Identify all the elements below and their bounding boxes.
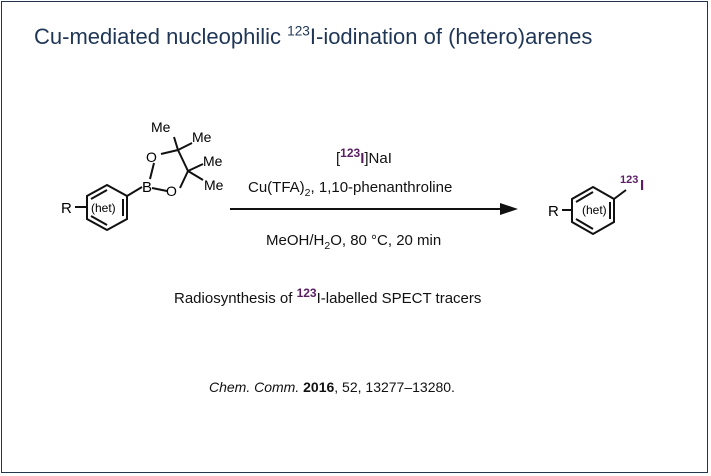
product-r-label: R [548,203,559,220]
boron-atom: B [142,179,152,196]
citation: Chem. Comm. 2016, 52, 13277–13280. [209,379,455,395]
subtitle-isotope: 123 [296,286,317,300]
ring-boron-bond [126,186,143,197]
reactant-r-label: R [61,200,72,217]
oxygen-atom-top: O [146,149,157,165]
subtitle: Radiosynthesis of 123I-labelled SPECT tr… [174,286,482,307]
methyl-label-4: Me [204,177,224,193]
reagent-isotope: 123 [340,146,361,160]
citation-year: 2016 [303,379,335,395]
citation-journal: Chem. Comm. [209,379,300,395]
oxygen-atom-bottom: O [166,183,177,199]
methyl-label-1: Me [151,119,171,135]
methyl-label-3: Me [203,153,223,169]
product-isotope-label: 123 [620,174,638,186]
product-iodine-atom: I [640,177,644,194]
title-isotope: 123 [287,23,310,39]
reaction-arrowhead [500,203,518,215]
pinacol-ring [149,149,189,192]
methyl-label-2: Me [192,129,212,145]
product-het-label: (het) [582,203,607,217]
reagent-iodide: [123I]NaI [336,146,392,167]
page-title: Cu-mediated nucleophilic 123I-iodination… [34,23,593,49]
catalyst-conditions: Cu(TFA)2, 1,10-phenanthroline [248,179,453,199]
methyl-bonds [173,136,204,181]
reagent-iodine: I [360,150,365,167]
solvent-conditions: MeOH/H2O, 80 °C, 20 min [266,232,442,252]
product-iodine-bond [613,189,627,200]
reactant-het-label: (het) [91,201,116,215]
